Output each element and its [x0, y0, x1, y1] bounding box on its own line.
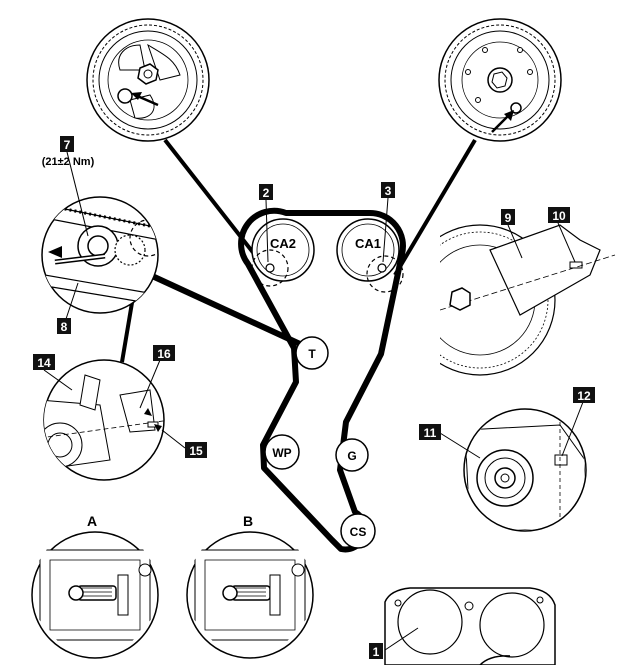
- pulley-label-cs: CS: [350, 525, 367, 539]
- callout-tag-8: 8: [57, 318, 71, 334]
- detail-label-b: B: [243, 513, 253, 529]
- callout-tag-16: 16: [153, 345, 175, 361]
- callout-tag-11: 11: [419, 424, 441, 440]
- pulley-wp: WP: [264, 434, 300, 470]
- pulley-label-ca2: CA2: [270, 236, 296, 251]
- pulley-cs: CS: [340, 513, 376, 549]
- svg-text:16: 16: [157, 347, 171, 361]
- svg-text:11: 11: [424, 426, 437, 440]
- svg-text:15: 15: [189, 444, 203, 458]
- svg-text:12: 12: [577, 389, 591, 403]
- svg-text:7: 7: [64, 138, 71, 152]
- pulley-ca2: CA2: [251, 218, 315, 287]
- svg-text:3: 3: [385, 184, 392, 198]
- detail-9-10: [440, 224, 616, 376]
- svg-text:10: 10: [552, 209, 566, 223]
- cam-detail-left: [86, 18, 210, 142]
- callout-tag-9: 9: [501, 209, 515, 225]
- pulley-label-ca1: CA1: [355, 236, 381, 251]
- pulley-g: G: [335, 438, 369, 472]
- callout-tag-15: 15: [185, 442, 207, 458]
- pulley-t: T: [295, 336, 329, 370]
- detail-11-12: [463, 408, 587, 532]
- arrow-icon: [491, 110, 514, 133]
- torque-spec: (21±2 Nm): [42, 156, 95, 168]
- svg-text:2: 2: [263, 186, 270, 200]
- pulley-label-t: T: [308, 347, 316, 361]
- pulley-label-wp: WP: [272, 446, 291, 460]
- callout-tag-10: 10: [548, 207, 570, 223]
- detail-label-a: A: [87, 513, 97, 529]
- detail-a: A: [31, 513, 159, 659]
- cover-detail: [384, 587, 556, 665]
- callout-tag-1: 1: [369, 643, 383, 659]
- pulley-ca1: CA1: [336, 218, 404, 293]
- tensioner-detail: [41, 196, 159, 314]
- arrow-icon: [48, 246, 62, 258]
- arrow-icon: [131, 92, 159, 107]
- callout-tag-14: 14: [33, 354, 55, 370]
- svg-text:8: 8: [61, 320, 68, 334]
- detail-b: B: [186, 513, 314, 659]
- cam-detail-right: [438, 18, 562, 142]
- belt-to-tensioner: [148, 272, 302, 347]
- callout-tag-2: 2: [259, 184, 273, 200]
- pulley-label-g: G: [347, 449, 356, 463]
- svg-text:1: 1: [373, 645, 380, 659]
- svg-text:9: 9: [505, 211, 512, 225]
- callout-tag-7: 7: [60, 136, 74, 152]
- callout-tag-3: 3: [381, 182, 395, 198]
- callout-tag-12: 12: [573, 387, 595, 403]
- svg-text:14: 14: [37, 356, 51, 370]
- detail-14-16: [43, 359, 165, 481]
